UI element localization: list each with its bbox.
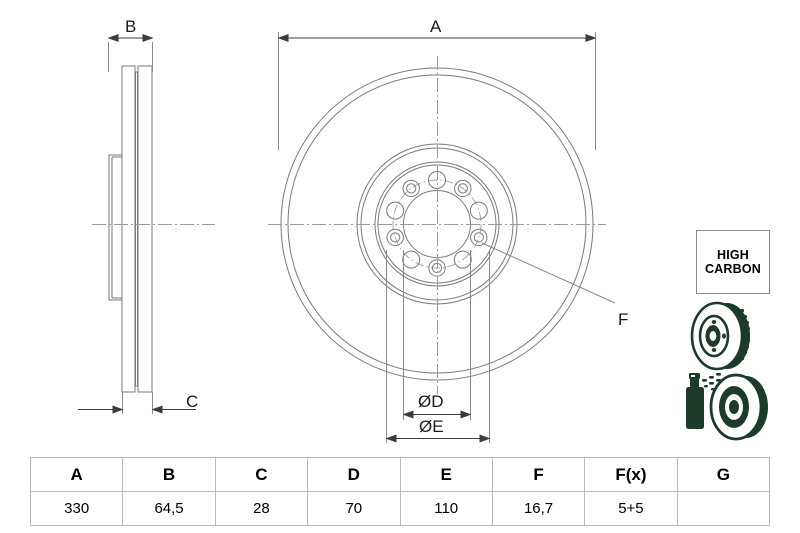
table-cell: 5+5 [584, 491, 678, 526]
dimension-label-d: ØD [418, 392, 444, 411]
column-header: F(x) [584, 457, 678, 492]
table-cell: 28 [214, 491, 309, 526]
table-cell: 70 [307, 491, 401, 526]
dimension-label-e: ØE [419, 417, 444, 436]
spray-can-icon [686, 373, 704, 429]
bolt-hole [453, 250, 472, 269]
high-carbon-line-2: CARBON [704, 262, 762, 276]
vent-slot-top [134, 66, 139, 73]
table-cell: 64,5 [122, 491, 216, 526]
specification-table: A B C D E F F(x) G 330 64,5 28 70 110 16… [29, 457, 771, 526]
hat-section-profile [108, 154, 122, 301]
dim-f-leader-line [481, 242, 616, 304]
column-header: F [491, 457, 586, 492]
column-header: C [214, 457, 309, 492]
column-header: A [29, 457, 124, 492]
locating-hole [402, 179, 420, 198]
column-header: B [122, 457, 216, 492]
friction-ring-outboard-wall [137, 65, 153, 393]
column-header: E [399, 457, 493, 492]
dimension-a [277, 32, 597, 150]
bolt-hole [386, 201, 405, 220]
table-cell: 330 [29, 491, 124, 526]
side-section-view [92, 65, 215, 393]
bolt-hole [402, 250, 421, 269]
column-header: D [307, 457, 401, 492]
table-cell: 110 [399, 491, 493, 526]
table-header-row: A B C D E F F(x) G [29, 457, 771, 492]
locating-hole [470, 228, 488, 247]
dimension-c [78, 392, 196, 414]
dimension-b [107, 34, 154, 72]
table-cell [676, 491, 771, 526]
dimension-d [402, 250, 472, 420]
table-cell: 16,7 [491, 491, 586, 526]
dimension-label-c: C [186, 392, 199, 411]
dimension-label-b: B [125, 17, 137, 36]
table-row: 330 64,5 28 70 110 16,7 5+5 [29, 491, 771, 526]
bolt-hole [469, 201, 488, 220]
dimension-label-a: A [430, 17, 442, 36]
vent-slot-bottom [134, 385, 139, 392]
friction-ring-inboard-wall [121, 65, 136, 393]
locating-hole [386, 228, 404, 247]
column-header: G [676, 457, 771, 492]
dimension-e [385, 250, 491, 443]
dimension-f-leader [481, 242, 616, 304]
front-view [268, 56, 606, 394]
high-carbon-badge: HIGH CARBON [696, 230, 770, 294]
vented-disc-pictogram [690, 301, 750, 371]
dimension-label-f: F [618, 310, 629, 329]
coated-disc-pictogram [686, 373, 768, 441]
locating-hole [454, 179, 472, 198]
high-carbon-line-1: HIGH [716, 248, 750, 262]
